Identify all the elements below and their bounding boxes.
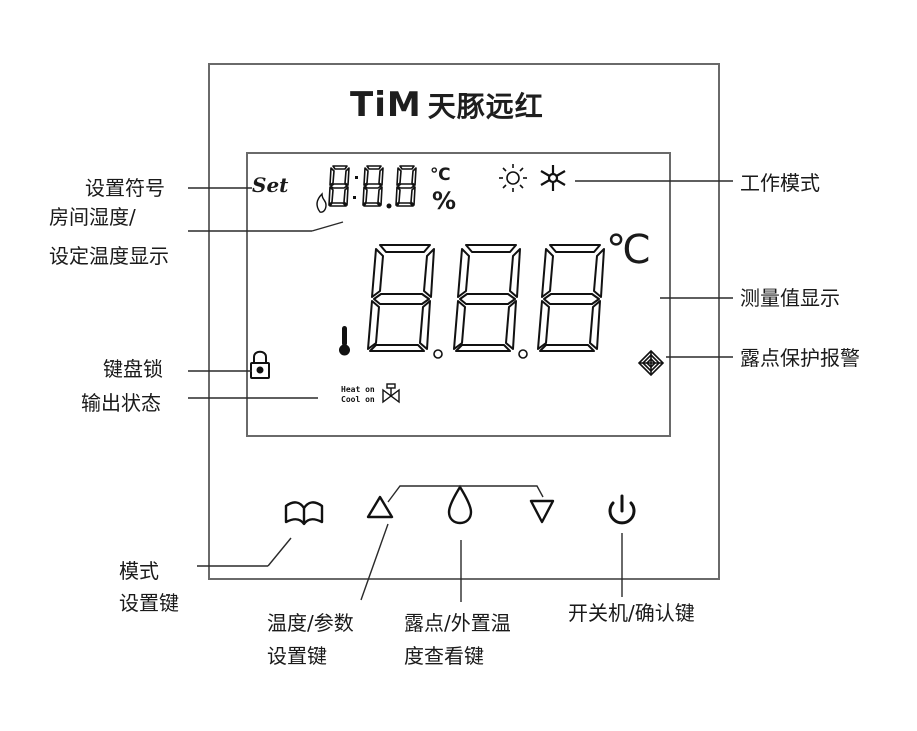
big-digit-1 bbox=[367, 244, 435, 352]
label-room-humidity-1: 房间湿度/ bbox=[49, 205, 136, 229]
big-digit-2 bbox=[453, 244, 521, 352]
small-colon-top bbox=[355, 176, 358, 179]
sun-icon bbox=[499, 164, 527, 192]
brand: TiM 天豚远红 bbox=[350, 85, 544, 125]
big-decimal-point-2 bbox=[518, 349, 528, 359]
label-mode-key-1: 模式 bbox=[119, 559, 159, 583]
brand-name: 天豚远红 bbox=[427, 90, 544, 123]
label-dew-alarm: 露点保护报警 bbox=[740, 346, 860, 370]
book-icon[interactable] bbox=[284, 501, 324, 526]
label-power-key: 开关机/确认键 bbox=[568, 601, 695, 625]
cool-label: Cool on bbox=[341, 395, 375, 404]
label-measured-value: 测量值显示 bbox=[740, 286, 840, 310]
small-colon-bottom bbox=[353, 196, 356, 199]
label-output-status: 输出状态 bbox=[81, 391, 161, 415]
small-digit-3 bbox=[395, 165, 417, 207]
flame-icon bbox=[316, 192, 327, 213]
dew-alarm-icon bbox=[637, 349, 665, 377]
small-decimal-point bbox=[386, 203, 392, 209]
heat-label: Heat on bbox=[341, 385, 375, 394]
label-set-symbol: 设置符号 bbox=[85, 176, 165, 200]
label-work-mode: 工作模式 bbox=[740, 171, 820, 195]
lcd-screen bbox=[246, 152, 671, 437]
big-digit-3 bbox=[537, 244, 605, 352]
big-decimal-point-1 bbox=[433, 349, 443, 359]
small-digit-1 bbox=[328, 165, 350, 207]
power-icon[interactable] bbox=[608, 494, 636, 525]
small-unit: ℃ bbox=[430, 165, 451, 185]
triangle-up-icon[interactable] bbox=[366, 495, 394, 519]
valve-icon bbox=[382, 383, 400, 404]
set-symbol: Set bbox=[252, 173, 289, 197]
lock-icon bbox=[250, 350, 270, 379]
label-dew-key-1: 露点/外置温 bbox=[404, 611, 511, 635]
label-room-humidity-2: 设定温度显示 bbox=[49, 244, 169, 268]
label-mode-key-2: 设置键 bbox=[119, 591, 179, 615]
label-temp-key-2: 设置键 bbox=[267, 644, 327, 668]
big-unit: ℃ bbox=[606, 227, 651, 273]
small-percent: % bbox=[432, 187, 457, 215]
droplet-icon[interactable] bbox=[447, 484, 473, 525]
triangle-down-icon[interactable] bbox=[529, 499, 555, 524]
label-temp-key-1: 温度/参数 bbox=[267, 611, 354, 635]
leader-mode-key bbox=[267, 537, 292, 567]
thermometer-icon bbox=[339, 326, 350, 356]
brand-logo: TiM bbox=[350, 85, 422, 125]
small-digit-2 bbox=[362, 165, 384, 207]
snowflake-icon bbox=[540, 165, 566, 191]
leader-temp-bracket bbox=[387, 485, 544, 503]
leader-room-humidity-diag bbox=[311, 221, 344, 232]
label-keypad-lock: 键盘锁 bbox=[103, 357, 163, 381]
leader-temp-key bbox=[360, 523, 389, 601]
label-dew-key-2: 度查看键 bbox=[404, 644, 484, 668]
